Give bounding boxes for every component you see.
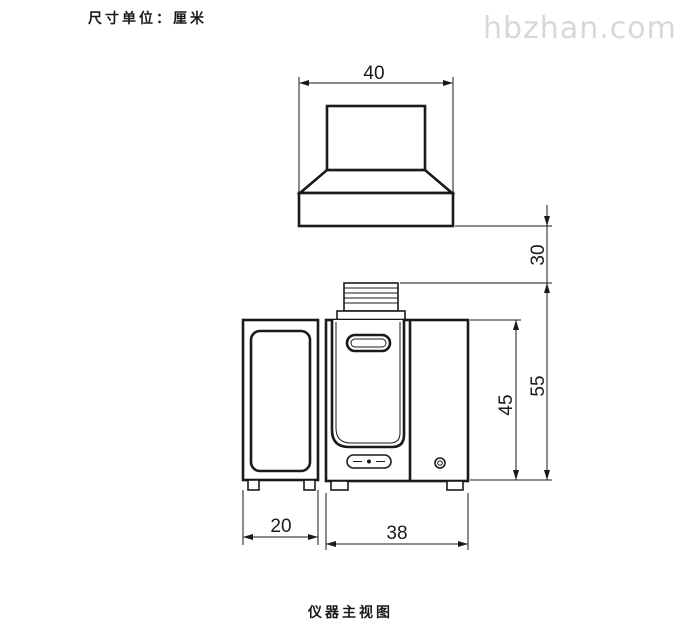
dimension-label: 30 [528, 244, 549, 265]
door-handle [345, 333, 392, 353]
front-panel [330, 320, 406, 449]
dimension-label: 20 [270, 516, 291, 537]
dimension-body-width: 38 [325, 493, 469, 550]
dimension-label: 55 [528, 375, 549, 396]
hood-chimney [325, 104, 427, 172]
watermark: hbzhan.com [483, 11, 677, 46]
dimension-side-unit-width: 20 [242, 490, 319, 545]
instrument-body [324, 282, 470, 491]
dimension-overall-height: 55 [528, 283, 550, 480]
power-knob [434, 457, 446, 469]
dimension-hood-width: 40 [298, 63, 454, 193]
exhaust-collar [336, 310, 406, 321]
view-caption: 仪器主视图 [307, 604, 393, 621]
foot [247, 479, 260, 491]
door-handle-inner [350, 338, 387, 348]
side-unit-window [249, 329, 312, 473]
exhaust-port [343, 282, 399, 312]
dimension-hood-clearance: 30 [528, 205, 550, 283]
dimension-body-height: 45 [496, 320, 519, 480]
dimension-label: 40 [363, 63, 384, 84]
dimension-label: 38 [386, 523, 407, 544]
hood-base [297, 191, 455, 228]
front-panel-inner [335, 322, 401, 444]
indicator-dot [367, 459, 371, 464]
side-unit [241, 318, 320, 491]
power-knob-center [437, 460, 443, 466]
range-hood [296, 104, 456, 228]
foot [446, 480, 464, 491]
foot [303, 479, 316, 491]
dimension-label: 45 [496, 394, 517, 415]
hood-transition [296, 168, 456, 195]
foot [330, 480, 349, 491]
unit-note: 尺寸单位：厘米 [88, 10, 207, 27]
